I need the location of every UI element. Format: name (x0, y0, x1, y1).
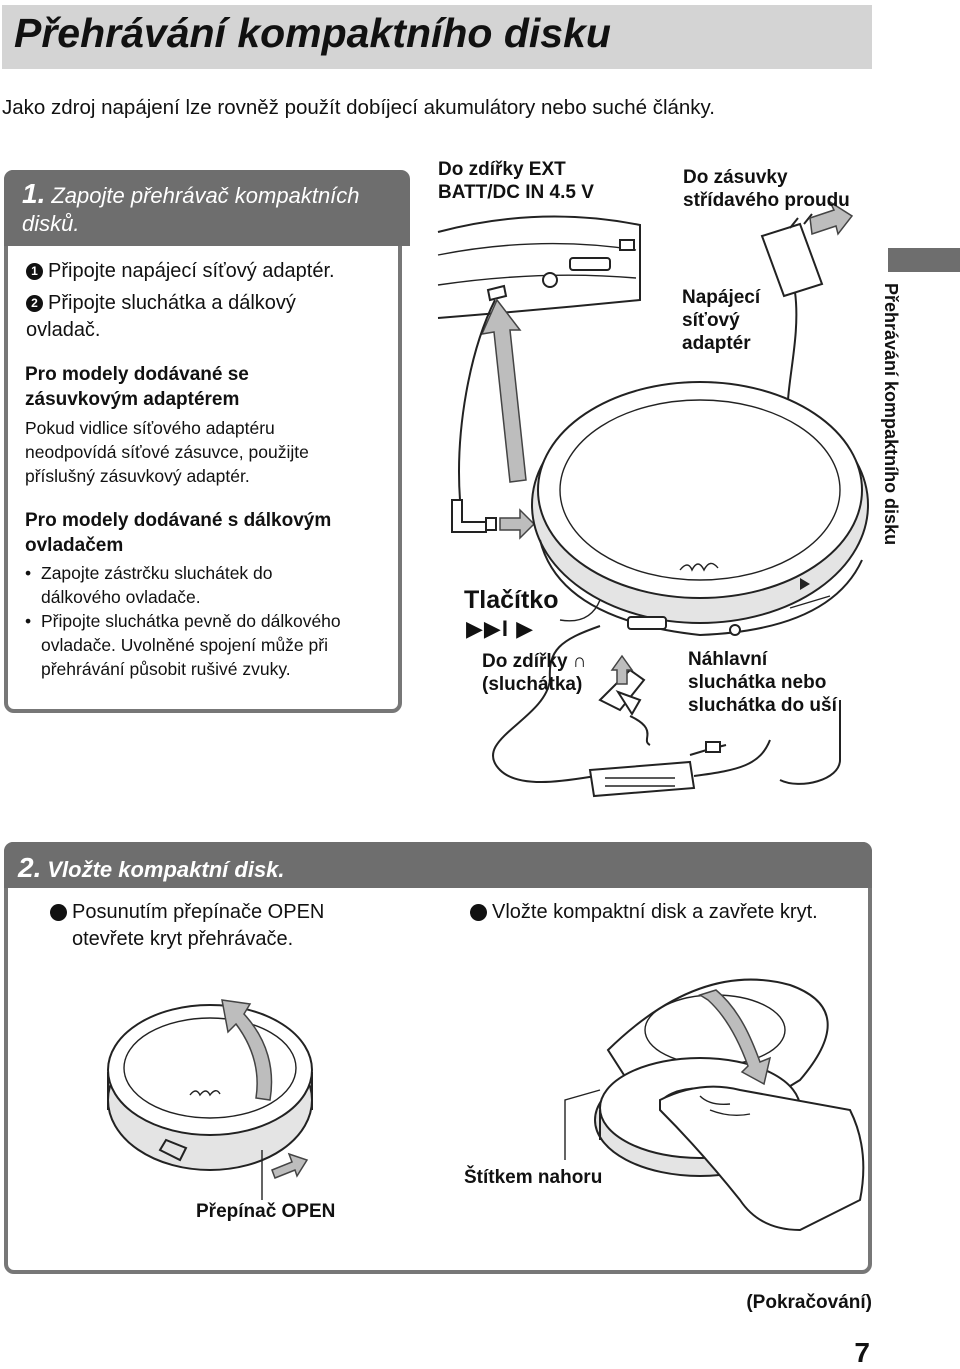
label-label-up: Štítkem nahoru (464, 1167, 603, 1188)
arrow-right-icon (271, 1152, 309, 1179)
circled-number-2: 2 (26, 295, 43, 312)
step1-header-bar (4, 170, 410, 246)
label-ext-jack: Do zdířky EXT BATT/DC IN 4.5 V (438, 159, 594, 203)
cd-player-closed (107, 1004, 313, 1171)
page-number: 7 (854, 1337, 870, 1368)
label-button: Tlačítko (464, 586, 559, 614)
continued-note: (Pokračování) (746, 1292, 872, 1313)
step2-heading: 2.Vložte kompaktní disk. (18, 852, 285, 884)
label-open-switch: Přepínač OPEN (196, 1201, 336, 1222)
arrow-up-icon (610, 654, 634, 685)
arrow-down-curved-icon (698, 989, 772, 1086)
dc-plug (451, 499, 497, 533)
label-headphones: Náhlavní sluchátka nebo sluchátka do uší (688, 649, 837, 716)
step2-header-bar (4, 842, 872, 888)
note1-body: Pokud vidlice síťového adaptéru neodpoví… (25, 418, 309, 486)
bullet-item: Připojte sluchátka pevně do dálkového ov… (25, 609, 355, 681)
step1-heading: 1.Zapojte přehrávač kompaktních disků. (22, 180, 382, 238)
arrow-up-icon (480, 298, 527, 483)
circled-number-1: 1 (26, 263, 43, 280)
step2-title: Vložte kompaktní disk. (47, 857, 285, 882)
label-headphone-jack: Do zdířky ∩ (sluchátka) (482, 651, 587, 695)
bullet-item: Zapojte zástrčku sluchátek do dálkového … (25, 561, 355, 609)
arrow-right-icon (499, 508, 536, 540)
note2-heading: Pro modely dodávané s dálkovým ovladačem (25, 510, 332, 556)
sidebar-section-title: Přehrávání kompaktního disku (881, 283, 901, 546)
player-edge-inset (437, 215, 641, 319)
title-bar (2, 5, 872, 69)
step1-number: 1. (22, 178, 46, 209)
arrow-right-icon (809, 199, 854, 236)
note2-bullets: Zapojte zástrčku sluchátek do dálkového … (25, 561, 355, 681)
step2-number: 2. (18, 852, 42, 883)
label-ac-outlet: Do zásuvky střídavého proudu (683, 167, 850, 211)
label-power-adapter: Napájecí síťový adaptér (682, 287, 761, 354)
note1-heading: Pro modely dodávané se zásuvkovým adapté… (25, 364, 249, 410)
sidebar-tab (888, 248, 960, 272)
cd-player (531, 381, 869, 637)
remote-control (588, 739, 771, 798)
arrow-up-curved-icon (221, 999, 273, 1101)
step1-title: Zapojte přehrávač kompaktních disků. (22, 183, 360, 236)
label-button-symbols: ▶▶I ▶ (466, 616, 534, 641)
page-title: Přehrávání kompaktního disku (14, 10, 611, 56)
circled-number-1: 1 (44, 904, 67, 921)
circled-number-2: 2 (464, 904, 487, 921)
hand-illustration (659, 1085, 865, 1232)
intro-text: Jako zdroj napájení lze rovněž použít do… (2, 96, 715, 119)
